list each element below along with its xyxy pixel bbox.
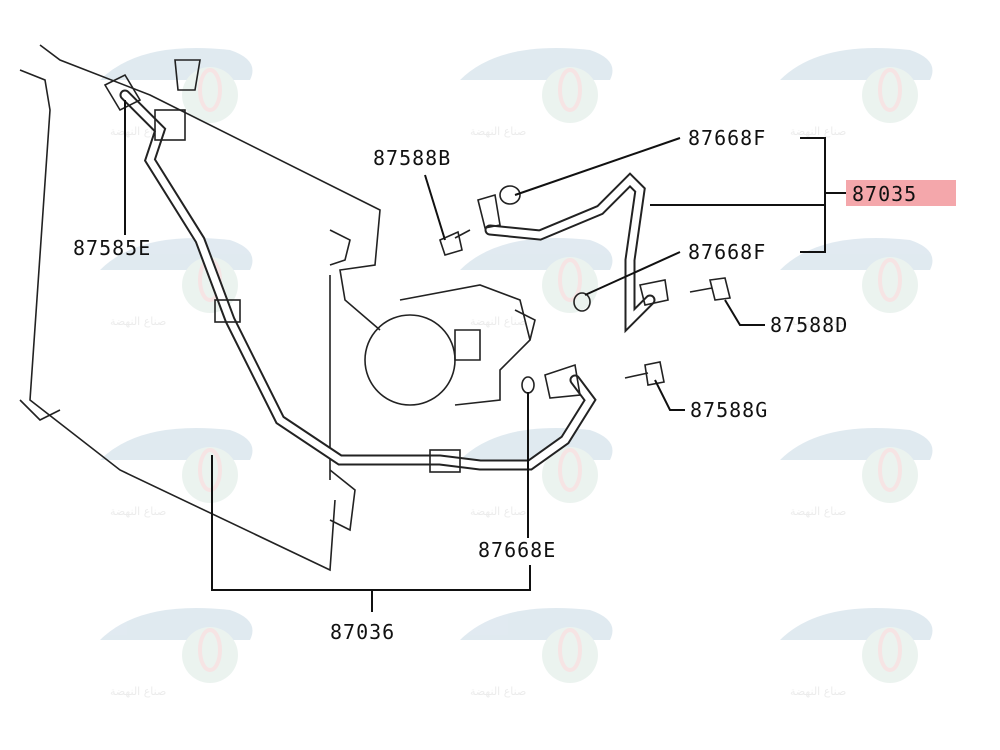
watermark-logo: صناع النهضة	[780, 608, 933, 698]
o-ring-87668F-top	[499, 185, 521, 205]
watermark-text: صناع النهضة	[790, 685, 846, 698]
o-ring-87668F-bottom	[573, 292, 591, 312]
watermark-text: صناع النهضة	[110, 505, 166, 518]
watermark-layer: صناع النهضة صناع النهضة صناع النهضة صناع…	[100, 48, 933, 698]
watermark-text: صناع النهضة	[470, 685, 526, 698]
label-87588D[interactable]: 87588D	[770, 313, 848, 337]
watermark-logo: صناع النهضة	[460, 48, 613, 138]
watermark-logo: صناع النهضة	[460, 238, 613, 328]
bolt-87588B	[439, 229, 471, 256]
label-87668E[interactable]: 87668E	[478, 538, 556, 562]
compressor	[364, 284, 536, 406]
watermark-text: صناع النهضة	[790, 315, 846, 328]
bolt-87588G	[624, 361, 665, 386]
watermark-text: صناع النهضة	[790, 505, 846, 518]
label-87035[interactable]: 87035	[852, 182, 917, 206]
label-87588G[interactable]: 87588G	[690, 398, 768, 422]
label-87585E[interactable]: 87585E	[73, 236, 151, 260]
hose-87036	[103, 59, 597, 473]
label-87668F-top[interactable]: 87668F	[688, 126, 766, 150]
watermark-text: صناع النهضة	[790, 125, 846, 138]
condenser-outline	[19, 44, 381, 572]
bolt-87588D	[689, 277, 731, 301]
watermark-logo: صناع النهضة	[780, 48, 933, 138]
o-ring-87668E	[521, 376, 535, 394]
watermark-text: صناع النهضة	[110, 315, 166, 328]
leader-lines	[124, 100, 848, 612]
watermark-text: صناع النهضة	[470, 505, 526, 518]
watermark-text: صناع النهضة	[470, 125, 526, 138]
label-87036[interactable]: 87036	[330, 620, 395, 644]
watermark-text: صناع النهضة	[110, 685, 166, 698]
highlight-87035	[846, 180, 956, 206]
watermark-logo: صناع النهضة	[460, 608, 613, 698]
watermark-logo: صناع النهضة	[100, 608, 253, 698]
watermark-text: صناع النهضة	[470, 315, 526, 328]
watermark-logo: صناع النهضة	[460, 428, 613, 518]
hose-87035	[477, 172, 669, 334]
watermark-logo: صناع النهضة	[100, 428, 253, 518]
label-87588B[interactable]: 87588B	[373, 146, 451, 170]
watermark-logo: صناع النهضة	[780, 238, 933, 328]
label-87668F-bottom[interactable]: 87668F	[688, 240, 766, 264]
watermark-logo: صناع النهضة	[780, 428, 933, 518]
